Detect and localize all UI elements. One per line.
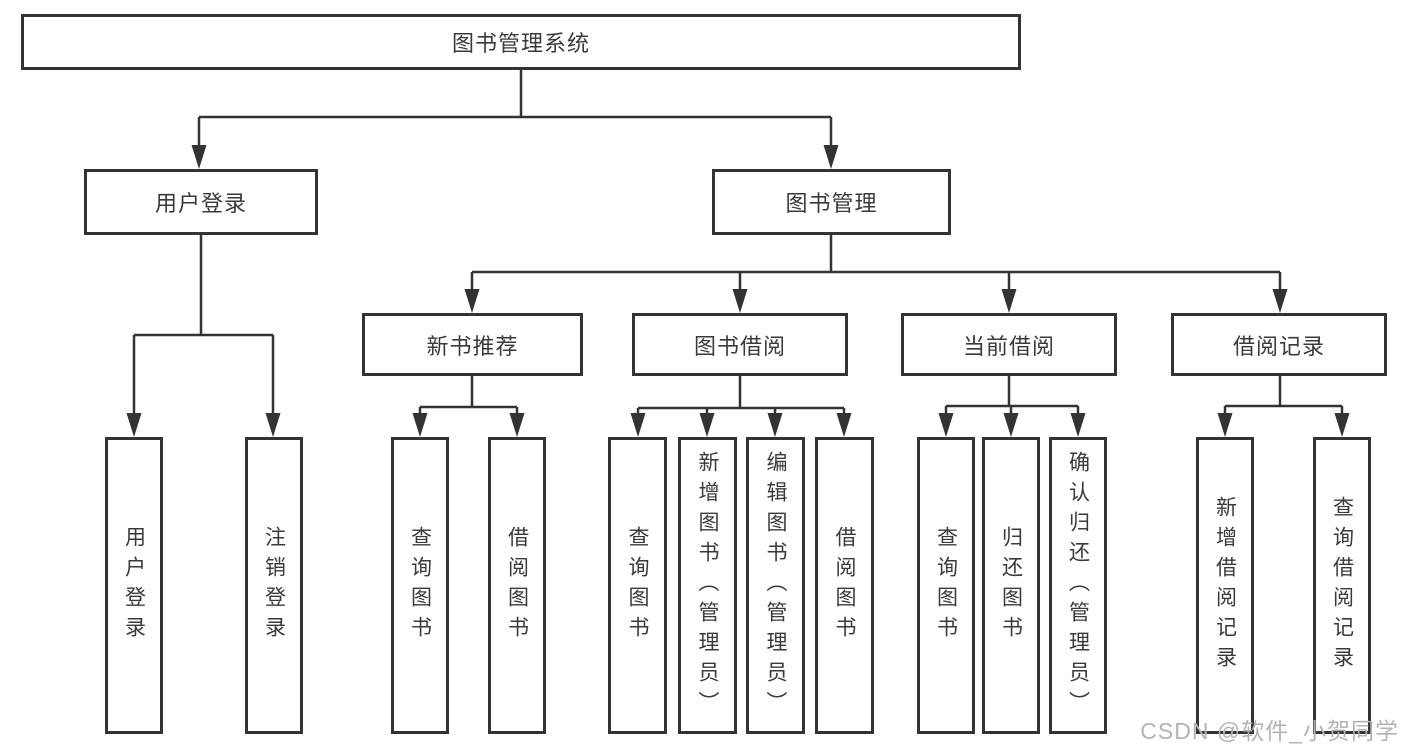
node-new-book-recommend: 新书推荐 <box>362 313 583 376</box>
leaf-query-books-current: 查询图书 <box>917 437 975 734</box>
node-book-borrow: 图书借阅 <box>632 313 848 376</box>
node-book-management: 图书管理 <box>712 169 951 235</box>
leaf-logout: 注销登录 <box>245 437 303 734</box>
node-user-login-label: 用户登录 <box>154 191 247 216</box>
node-current-borrow-label: 当前借阅 <box>962 333 1055 359</box>
node-book-management-label: 图书管理 <box>785 191 878 216</box>
leaf-query-borrow-record: 查询借阅记录 <box>1313 437 1371 734</box>
node-user-login: 用户登录 <box>84 169 318 235</box>
leaf-query-borrow-record-label: 查询借阅记录 <box>1330 495 1354 676</box>
leaf-edit-book-admin: 编辑图书（管理员） <box>746 437 805 734</box>
leaf-add-book-admin: 新增图书（管理员） <box>678 437 737 734</box>
node-new-book-recommend-label: 新书推荐 <box>426 333 519 359</box>
leaf-add-book-admin-label: 新增图书（管理员） <box>696 450 719 721</box>
node-current-borrow: 当前借阅 <box>901 313 1117 376</box>
leaf-add-borrow-record-label: 新增借阅记录 <box>1213 495 1237 676</box>
leaf-query-books-borrow: 查询图书 <box>608 437 667 734</box>
leaf-confirm-return-admin-label: 确认归还（管理员） <box>1066 450 1090 721</box>
leaf-query-books-recommend-label: 查询图书 <box>408 525 432 646</box>
node-book-borrow-label: 图书借阅 <box>693 333 786 359</box>
node-borrow-records: 借阅记录 <box>1171 313 1387 376</box>
leaf-confirm-return-admin: 确认归还（管理员） <box>1049 437 1107 734</box>
leaf-user-login: 用户登录 <box>105 437 163 734</box>
leaf-user-login-label: 用户登录 <box>122 525 146 646</box>
leaf-return-books-label: 归还图书 <box>999 525 1023 646</box>
leaf-borrow-books-recommend-label: 借阅图书 <box>505 525 529 646</box>
leaf-return-books: 归还图书 <box>982 437 1040 734</box>
leaf-query-books-current-label: 查询图书 <box>934 525 958 646</box>
node-root-label: 图书管理系统 <box>451 31 590 56</box>
leaf-query-books-borrow-label: 查询图书 <box>626 525 649 646</box>
arrowheads <box>126 145 1350 437</box>
leaf-add-borrow-record: 新增借阅记录 <box>1196 437 1254 734</box>
leaf-query-books-recommend: 查询图书 <box>391 437 449 734</box>
node-borrow-records-label: 借阅记录 <box>1232 333 1325 359</box>
leaf-borrow-books-borrow-label: 借阅图书 <box>833 525 856 646</box>
leaf-edit-book-admin-label: 编辑图书（管理员） <box>764 450 787 721</box>
leaf-borrow-books-borrow: 借阅图书 <box>815 437 874 734</box>
node-root: 图书管理系统 <box>21 14 1021 70</box>
leaf-borrow-books-recommend: 借阅图书 <box>488 437 546 734</box>
leaf-logout-label: 注销登录 <box>262 525 286 646</box>
watermark: CSDN @软件_小贺同学 <box>1140 718 1399 744</box>
